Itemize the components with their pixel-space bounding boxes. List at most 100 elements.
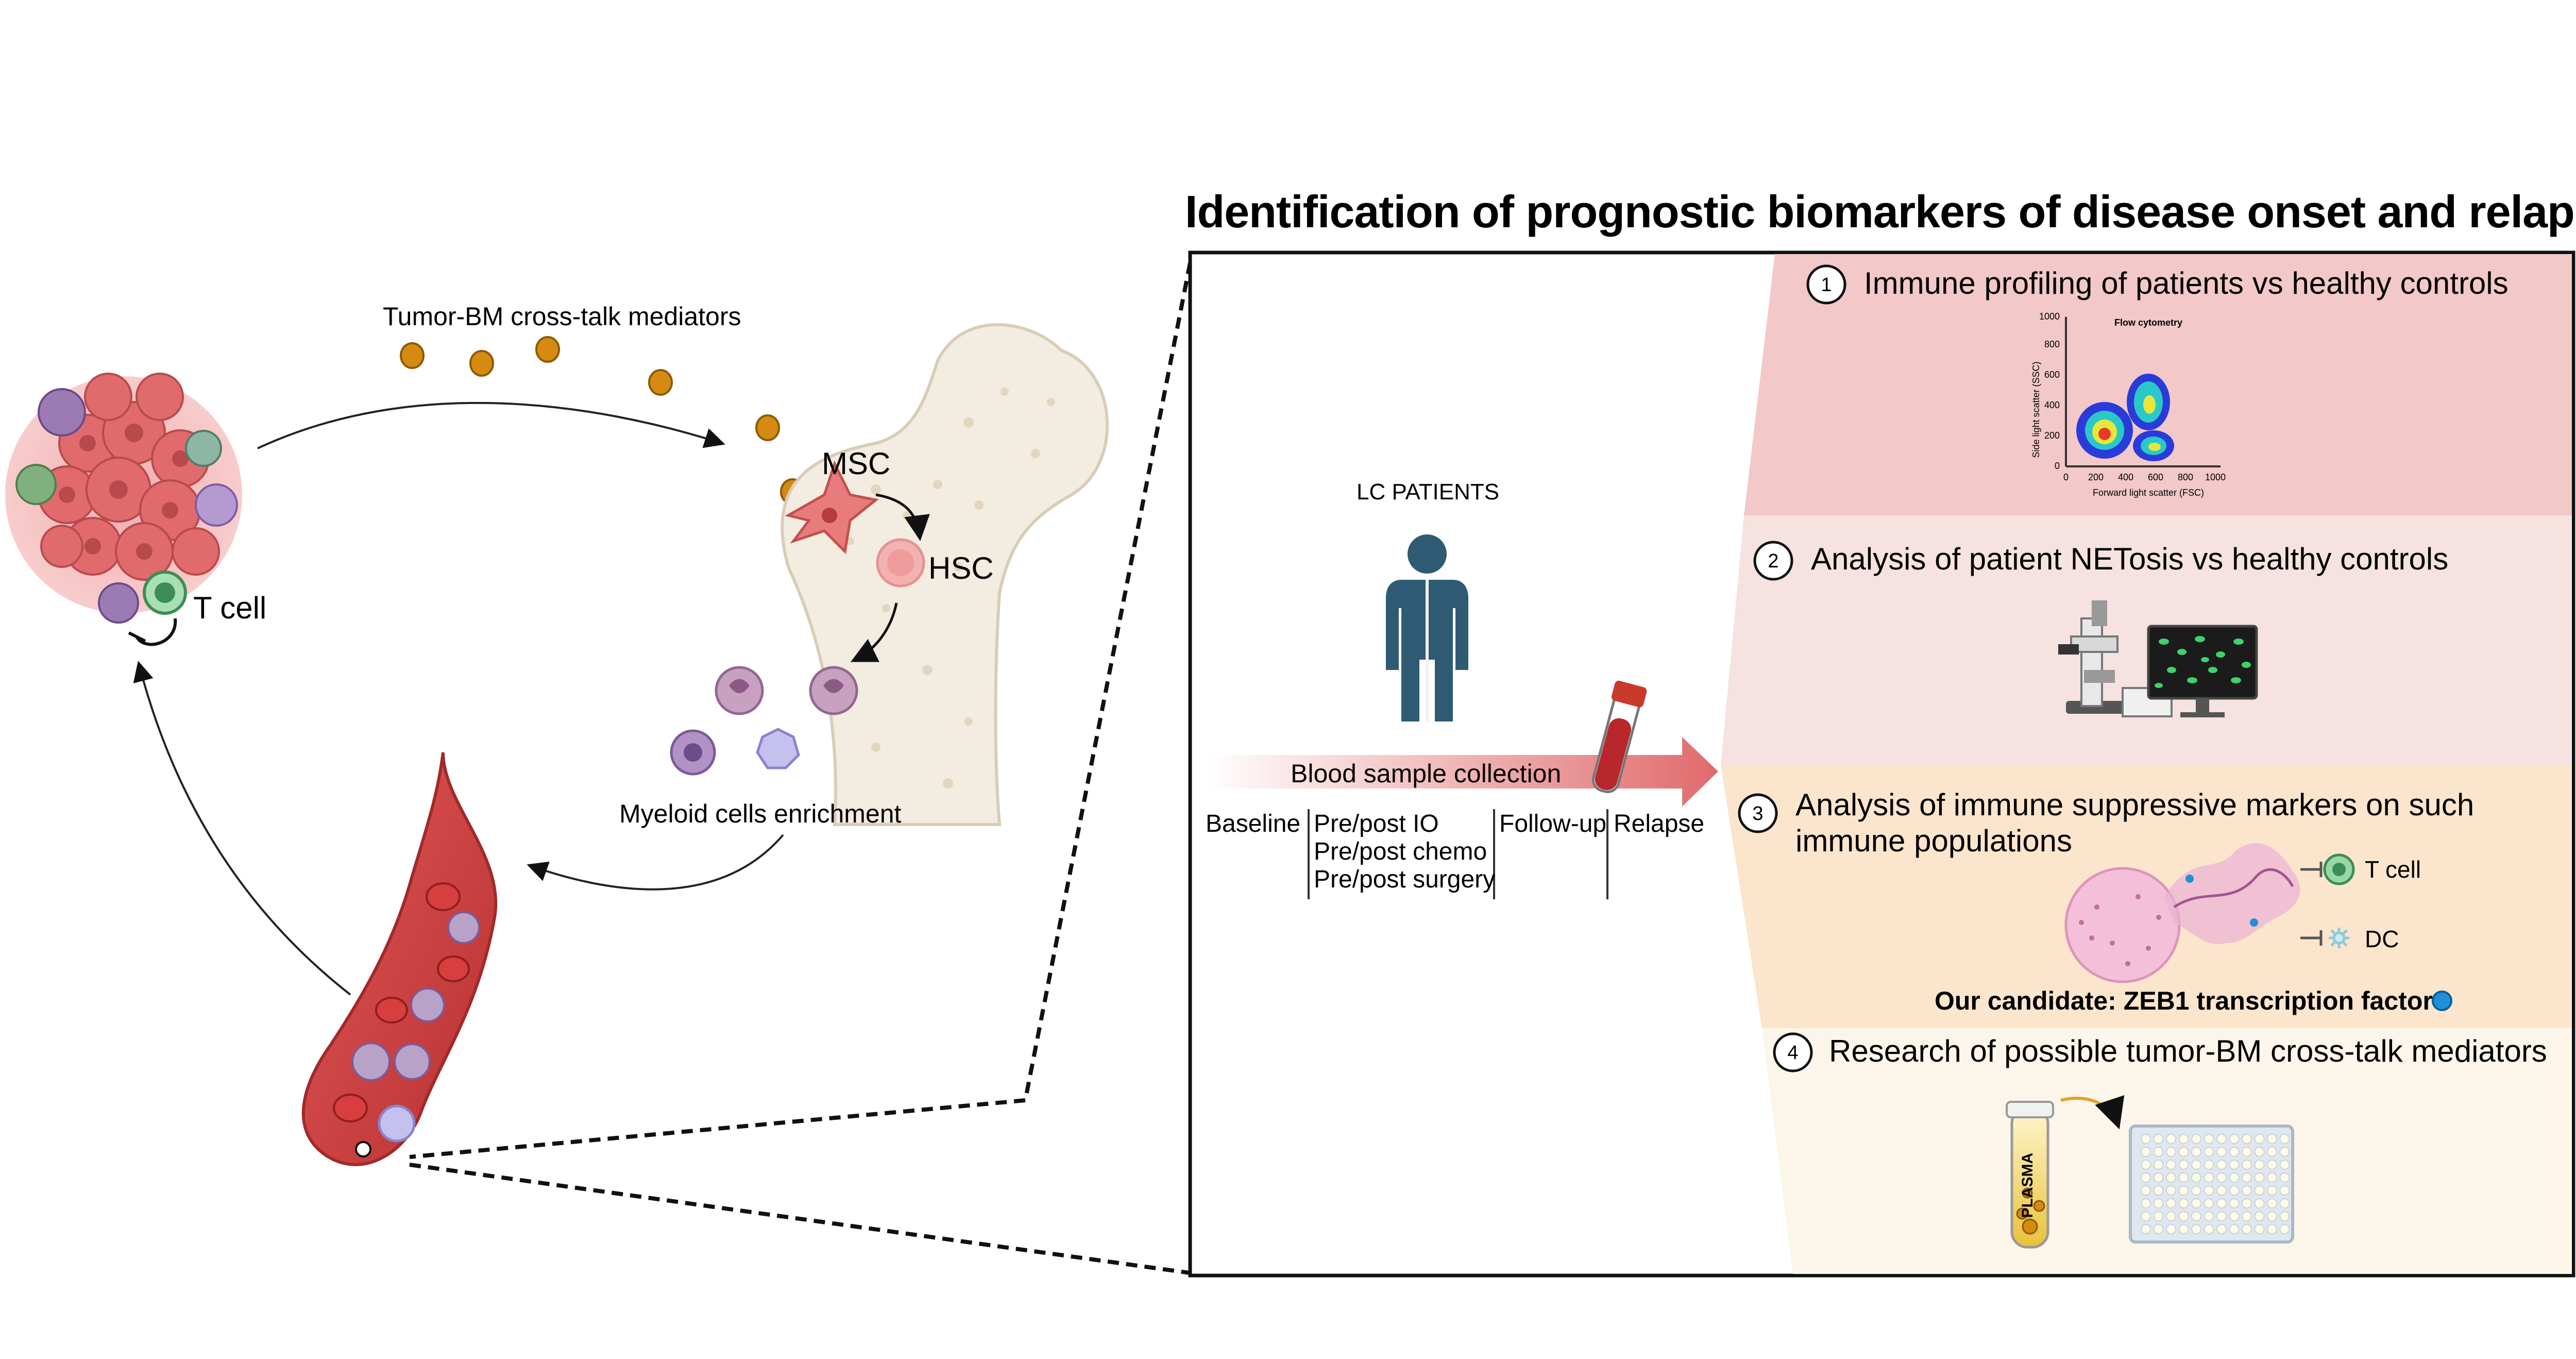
well: [2254, 1224, 2265, 1234]
svg-text:800: 800: [2044, 339, 2060, 349]
step-number-4: 4: [1773, 1032, 1813, 1072]
well: [2216, 1134, 2227, 1144]
dc-cell: [2329, 928, 2349, 948]
inhibition-symbols: [2300, 862, 2323, 946]
well: [2267, 1185, 2277, 1196]
well: [2267, 1211, 2277, 1221]
well: [2242, 1172, 2252, 1183]
myeloid-label: Myeloid cells enrichment: [619, 799, 902, 828]
well: [2216, 1198, 2227, 1209]
well: [2178, 1211, 2189, 1221]
flow-cytometry-plot: [2065, 317, 2221, 467]
hsc-label: HSC: [928, 551, 994, 585]
well-plate-icon: [2129, 1125, 2294, 1244]
panel3-t-cell-label: T cell: [2365, 856, 2421, 883]
well: [2242, 1147, 2252, 1157]
well: [2216, 1172, 2227, 1183]
well: [2153, 1147, 2164, 1157]
candidate-label: Our candidate: ZEB1 transcription factor: [1935, 986, 2433, 1015]
svg-text:4: 4: [1787, 1042, 1798, 1064]
well: [2229, 1172, 2240, 1183]
svg-text:400: 400: [2044, 400, 2060, 410]
timepoint-treatment: Pre/post IO Pre/post chemo Pre/post surg…: [1314, 810, 1496, 893]
well: [2242, 1185, 2252, 1196]
well: [2141, 1185, 2151, 1196]
panel-1-title: Immune profiling of patients vs healthy …: [1864, 266, 2509, 300]
well: [2279, 1198, 2290, 1209]
well: [2204, 1160, 2214, 1170]
well: [2204, 1224, 2214, 1234]
panel-3-title: Analysis of immune suppressive markers o…: [1795, 787, 2475, 858]
well: [2229, 1147, 2240, 1157]
msc-cell: [785, 460, 879, 555]
well: [2279, 1134, 2290, 1144]
well: [2229, 1134, 2240, 1144]
well: [2204, 1211, 2214, 1221]
svg-text:1: 1: [1821, 274, 1832, 296]
well: [2254, 1147, 2265, 1157]
well: [2204, 1134, 2214, 1144]
mediators-label: Tumor-BM cross-talk mediators: [383, 302, 741, 331]
svg-text:3: 3: [1752, 803, 1763, 825]
flow-title: Flow cytometry: [2114, 317, 2182, 328]
well: [2191, 1172, 2201, 1183]
monitor-icon: [2147, 625, 2258, 717]
plasma-label: PLASMA: [2019, 1153, 2036, 1218]
msc-label: MSC: [822, 446, 891, 481]
step-number-1: 1: [1806, 264, 1846, 305]
well: [2254, 1198, 2265, 1209]
well: [2166, 1198, 2176, 1209]
well: [2141, 1134, 2151, 1144]
well: [2153, 1172, 2164, 1183]
bone: [781, 323, 1109, 826]
panel-2-title: Analysis of patient NETosis vs healthy c…: [1811, 542, 2449, 576]
well: [2279, 1160, 2290, 1170]
well: [2153, 1224, 2164, 1234]
well: [2279, 1172, 2290, 1183]
well: [2153, 1134, 2164, 1144]
timepoint-relapse: Relapse: [1614, 810, 1705, 837]
well: [2229, 1198, 2240, 1209]
blood-vessel: [301, 752, 498, 1166]
timepoint-baseline: Baseline: [1206, 810, 1301, 837]
well: [2254, 1211, 2265, 1221]
svg-text:200: 200: [2088, 472, 2104, 482]
svg-text:600: 600: [2044, 370, 2060, 380]
svg-text:600: 600: [2148, 472, 2163, 482]
blood-sample-label: Blood sample collection: [1291, 759, 1562, 788]
well: [2279, 1211, 2290, 1221]
arrow-tumor-to-bone: [257, 401, 725, 449]
arrow-hsc-to-myeloid: [851, 602, 898, 662]
well: [2279, 1147, 2290, 1157]
well: [2204, 1172, 2214, 1183]
t-cell: [128, 571, 187, 646]
well: [2229, 1211, 2240, 1221]
well: [2178, 1172, 2189, 1183]
well: [2279, 1224, 2290, 1234]
well: [2178, 1224, 2189, 1234]
flow-ylabel: Side light scatter (SSC): [2031, 361, 2041, 458]
t-cell-label: T cell: [193, 591, 267, 625]
well: [2153, 1160, 2164, 1170]
timeline-separators: [1308, 809, 1608, 899]
svg-text:2: 2: [1768, 550, 1778, 572]
well: [2166, 1147, 2176, 1157]
well: [2267, 1160, 2277, 1170]
tumor-cluster: [5, 373, 242, 624]
well: [2204, 1185, 2214, 1196]
well: [2191, 1224, 2201, 1234]
svg-text:0: 0: [2055, 461, 2060, 471]
zoom-lines: [409, 262, 1192, 1275]
step-number-3: 3: [1738, 793, 1778, 833]
well: [2267, 1198, 2277, 1209]
svg-text:800: 800: [2178, 472, 2193, 482]
flow-yticks: 0 200 400 600 800 1000: [2039, 311, 2060, 471]
panel-2-bg: [1721, 515, 2572, 765]
well: [2166, 1211, 2176, 1221]
patient-person-icon: [1386, 534, 1468, 722]
well: [2166, 1160, 2176, 1170]
well: [2191, 1185, 2201, 1196]
well: [2267, 1147, 2277, 1157]
well: [2166, 1185, 2176, 1196]
